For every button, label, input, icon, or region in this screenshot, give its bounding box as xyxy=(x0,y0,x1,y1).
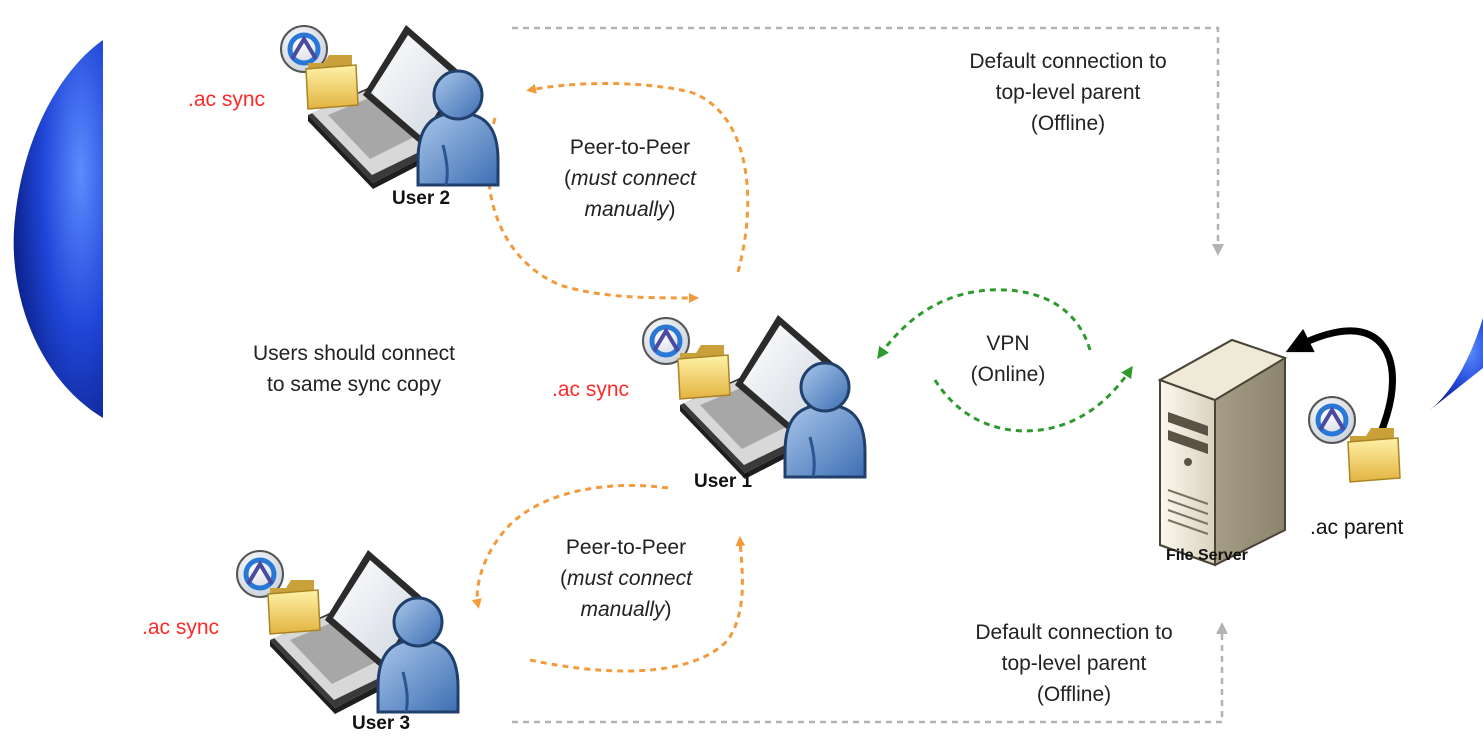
vpn-arrow-to-server xyxy=(933,365,1133,433)
p2p-bottom-line2: (must connect xyxy=(560,567,692,590)
user1-tag: .ac sync xyxy=(552,378,630,401)
vpn-line2: (Online) xyxy=(970,363,1046,386)
vpn-line1: VPN xyxy=(986,332,1030,355)
offline-top-line1: Default connection to xyxy=(969,50,1167,73)
server-name: File Server xyxy=(1166,547,1248,564)
p2p-arrow-top-to-user2 xyxy=(526,82,750,273)
p2p-top-line2: (must connect xyxy=(564,167,696,190)
globe-left xyxy=(13,40,103,418)
user3-name: User 3 xyxy=(352,713,411,734)
globe-right xyxy=(1430,318,1483,410)
sync-note-line1: Users should connect xyxy=(253,342,455,365)
p2p-bottom-line1: Peer-to-Peer xyxy=(565,536,687,559)
sync-badge-icon xyxy=(1309,397,1355,443)
offline-arrow-bottom xyxy=(512,622,1228,724)
folder-icon xyxy=(1347,427,1401,483)
user2-node xyxy=(281,25,500,189)
folder-icon xyxy=(267,579,321,635)
sync-note-line2: to same sync copy xyxy=(267,373,441,396)
offline-top-label: Default connection to top-level parent (… xyxy=(918,46,1218,139)
p2p-top-line3: manually) xyxy=(584,198,676,221)
parent-arrow xyxy=(1285,327,1396,457)
offline-bottom-line1: Default connection to xyxy=(975,621,1173,644)
user1-node xyxy=(643,315,867,479)
p2p-top-line1: Peer-to-Peer xyxy=(569,136,691,159)
offline-bottom-label: Default connection to top-level parent (… xyxy=(924,617,1224,710)
offline-top-line3: (Offline) xyxy=(1030,112,1106,135)
folder-icon xyxy=(677,344,731,400)
p2p-arrow-bottom-to-user3 xyxy=(471,483,669,609)
user1-name: User 1 xyxy=(694,471,753,492)
server-node xyxy=(1157,338,1401,567)
offline-arrow-top xyxy=(512,26,1224,256)
p2p-arrow-bottom-to-user1 xyxy=(529,536,746,673)
sync-note: Users should connect to same sync copy xyxy=(214,338,494,400)
user3-tag: .ac sync xyxy=(142,616,220,639)
vpn-arrow-to-user1 xyxy=(877,288,1092,360)
p2p-bottom-line3: manually) xyxy=(580,598,672,621)
vpn-label: VPN (Online) xyxy=(948,328,1068,390)
folder-icon xyxy=(305,54,359,110)
offline-bottom-line3: (Offline) xyxy=(1036,683,1112,706)
user2-tag: .ac sync xyxy=(188,88,266,111)
user2-name: User 2 xyxy=(392,188,451,209)
p2p-bottom-label: Peer-to-Peer (must connect manually) xyxy=(534,532,718,625)
offline-top-line2: top-level parent xyxy=(995,81,1141,104)
offline-bottom-line2: top-level parent xyxy=(1001,652,1147,675)
p2p-top-label: Peer-to-Peer (must connect manually) xyxy=(538,132,722,225)
server-tag: .ac parent xyxy=(1310,516,1404,539)
user3-node xyxy=(237,550,460,714)
server-icon xyxy=(1157,338,1288,567)
